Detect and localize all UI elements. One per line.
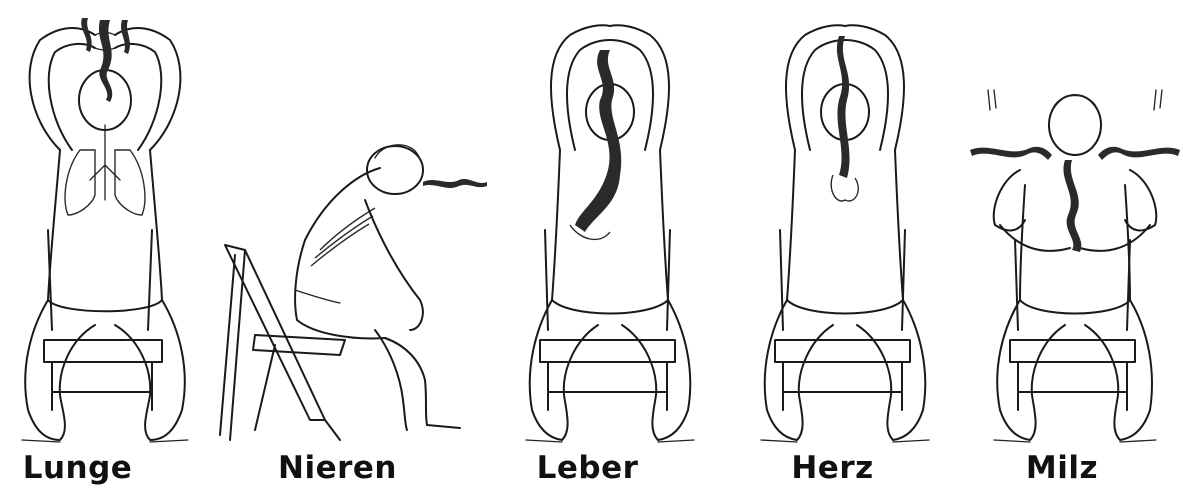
- caption-nieren: Nieren: [195, 450, 480, 486]
- spleen-exercise-figure-icon: [960, 0, 1180, 450]
- caption-herz: Herz: [725, 450, 940, 486]
- liver-exercise-figure-icon: [500, 0, 715, 450]
- kidney-exercise-figure-icon: [215, 0, 500, 450]
- heart-exercise-figure-icon: [735, 0, 950, 450]
- panel-milz: Milz: [960, 0, 1180, 491]
- panel-leber: Leber: [500, 0, 715, 491]
- panel-nieren: Nieren: [215, 0, 500, 491]
- lung-exercise-figure-icon: [0, 0, 215, 450]
- caption-leber: Leber: [480, 450, 695, 486]
- panel-herz: Herz: [735, 0, 950, 491]
- caption-milz: Milz: [952, 450, 1172, 486]
- panel-lunge: Lunge: [0, 0, 215, 491]
- caption-lunge: Lunge: [0, 450, 185, 486]
